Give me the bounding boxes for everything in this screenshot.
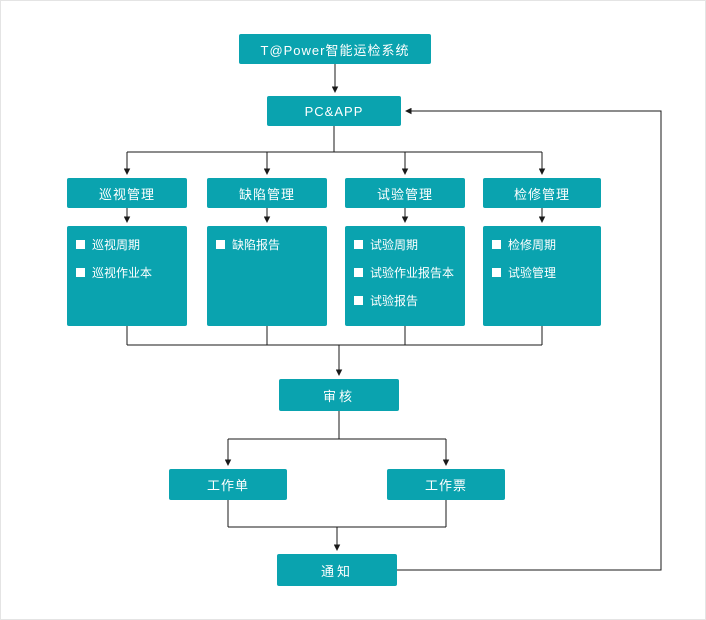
- connector-review-bus: [228, 411, 446, 440]
- checkbox-square-icon: [492, 240, 501, 249]
- item-label: 巡视周期: [92, 238, 141, 252]
- checkbox-square-icon: [354, 268, 363, 277]
- node-review: 审核: [279, 379, 399, 411]
- checkbox-square-icon: [76, 268, 85, 277]
- list-item: 巡视作业本: [76, 264, 178, 281]
- item-label: 巡视作业本: [92, 266, 153, 280]
- item-label: 试验管理: [508, 266, 557, 280]
- list-item: 试验周期: [354, 236, 456, 253]
- node-inspection-items: 巡视周期 巡视作业本: [67, 226, 187, 326]
- list-item: 巡视周期: [76, 236, 178, 253]
- node-module-test: 试验管理: [345, 178, 465, 208]
- item-label: 试验报告: [370, 294, 419, 308]
- node-test-items: 试验周期 试验作业报告本 试验报告: [345, 226, 465, 326]
- item-label: 检修周期: [508, 238, 557, 252]
- list-item: 检修周期: [492, 236, 592, 253]
- checkbox-square-icon: [354, 296, 363, 305]
- node-module-inspection: 巡视管理: [67, 178, 187, 208]
- connector-feedback-loop: [397, 107, 662, 571]
- checkbox-square-icon: [76, 240, 85, 249]
- list-item: 缺陷报告: [216, 236, 318, 253]
- item-label: 试验周期: [370, 238, 419, 252]
- node-system-title: T@Power智能运检系统: [239, 34, 431, 64]
- connector-output-bus: [227, 500, 447, 528]
- checkbox-square-icon: [492, 268, 501, 277]
- list-item: 试验报告: [354, 292, 456, 309]
- node-module-defect: 缺陷管理: [207, 178, 327, 208]
- item-label: 缺陷报告: [232, 238, 281, 252]
- node-module-maintenance: 检修管理: [483, 178, 601, 208]
- list-item: 试验作业报告本: [354, 264, 456, 281]
- checkbox-square-icon: [354, 240, 363, 249]
- connector-platform-bus: [127, 126, 542, 153]
- node-maintenance-items: 检修周期 试验管理: [483, 226, 601, 326]
- list-item: 试验管理: [492, 264, 592, 281]
- node-work-order: 工作单: [169, 469, 287, 500]
- node-platform: PC&APP: [267, 96, 401, 126]
- checkbox-square-icon: [216, 240, 225, 249]
- node-defect-items: 缺陷报告: [207, 226, 327, 326]
- node-work-ticket: 工作票: [387, 469, 505, 500]
- item-label: 试验作业报告本: [370, 266, 455, 280]
- connector-merge-bus: [126, 326, 543, 346]
- node-notify: 通知: [277, 554, 397, 586]
